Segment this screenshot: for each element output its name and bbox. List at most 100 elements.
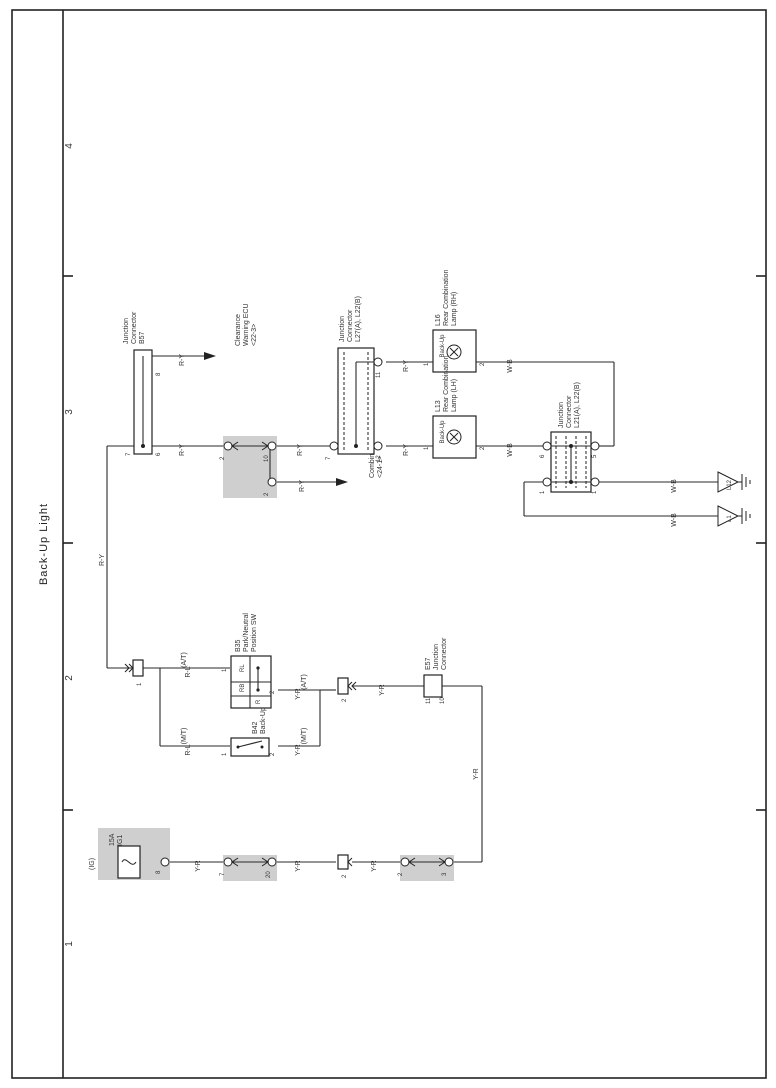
wire-label: R-Y — [179, 444, 186, 456]
zone-number-1: 1 — [64, 941, 75, 947]
pin-label: 2 — [264, 492, 270, 496]
pin-label: 3 — [442, 872, 448, 876]
junction-arrow-icon — [231, 441, 239, 451]
pin-label: 2 — [480, 362, 486, 366]
junction-shade-a — [223, 855, 277, 881]
b35-id: B35 — [235, 639, 242, 652]
l21-id: L21(A), L22(B) — [574, 382, 581, 428]
pin-label: 1 — [540, 490, 546, 494]
clearance-warning-ecu-ref: Clearance Warning ECU <22-3> — [235, 303, 258, 346]
pin-label: 2 — [398, 872, 404, 876]
pin-label: 2 — [480, 446, 486, 450]
b57-junction-connector: 7 6 8 Junction Connector B57 — [123, 311, 162, 456]
connector-arrow-icon — [347, 681, 353, 691]
pin-label: 5 — [592, 454, 598, 458]
junction-pin-icon — [444, 857, 454, 867]
zone-ticks — [63, 275, 766, 811]
l16-name-1: Rear Combination — [443, 269, 450, 326]
fuse-pin: 8 — [156, 870, 162, 874]
pin-label: 2 — [342, 874, 348, 878]
wire-variant-label: (A/T) — [301, 674, 308, 690]
wire-label: R-Y — [179, 354, 186, 366]
ground-l12: L12 — [717, 471, 751, 493]
wire-label: R-Y — [403, 360, 410, 372]
wire-label: R-L — [185, 666, 192, 677]
wire-label: R-Y — [99, 554, 106, 566]
pin-label: 8 — [156, 372, 162, 376]
pin-label: 11 — [426, 697, 432, 704]
wire-label: W-B — [671, 479, 678, 493]
pin-label: 20 — [266, 871, 272, 878]
pin-label: 12 — [376, 455, 382, 462]
page-frame — [11, 9, 767, 1079]
wire-label: W-B — [671, 513, 678, 527]
junction-arrow-icon — [231, 857, 239, 867]
junction-shade-b — [400, 855, 454, 881]
l27-name-1: Junction — [339, 316, 346, 342]
pin-label: 10 — [264, 455, 270, 462]
wire-label: W-B — [507, 359, 514, 373]
b35-park-neutral-switch: RL RB R 1 2 B35 Park/Neutral Position SW — [222, 613, 276, 709]
pin-label: 10 — [440, 697, 446, 704]
zone-number-4: 4 — [64, 143, 75, 149]
clearance-name-2: Warning ECU — [243, 303, 250, 346]
l13-id: L13 — [435, 400, 442, 412]
junction-arrow-icon — [438, 857, 446, 867]
wire-label: R-Y — [297, 444, 304, 456]
ground-id: L1 — [727, 515, 733, 522]
l16-inner: Back-Up — [440, 334, 446, 358]
b57-name-1: Junction — [123, 318, 130, 344]
pin-label: 11 — [376, 371, 382, 378]
pin-label: 1 — [222, 752, 228, 756]
l13-name-2: Lamp (LH) — [451, 379, 458, 412]
junction-connectors-mid: 2 10 2 — [220, 441, 277, 496]
b35-cell: RL — [240, 664, 246, 672]
e57-junction-connector: 11 10 E57 Junction Connector — [423, 637, 448, 704]
pin-label: 7 — [220, 872, 226, 876]
zone-number-3: 3 — [64, 409, 75, 415]
pin-label: 1 — [424, 446, 430, 450]
pin-label: 1 — [137, 682, 143, 686]
connector-arrow-icon — [351, 681, 357, 691]
e57-name-2: Connector — [441, 637, 448, 670]
connector-arrow-icon — [347, 857, 353, 867]
zone-number-2: 2 — [64, 675, 75, 681]
connector-arrow-icon — [124, 663, 130, 673]
clearance-name-1: Clearance — [235, 314, 242, 346]
be1-connectors: 1 2 — [124, 659, 357, 702]
pin-label: 2 — [270, 690, 276, 694]
ground-icon — [717, 505, 740, 527]
pin-label: 7 — [326, 456, 332, 460]
b35-cell: RB — [240, 684, 246, 692]
wire-label: R-Y — [403, 444, 410, 456]
l21-name-2: Connector — [566, 395, 573, 428]
be1-connector-a — [132, 659, 144, 677]
junction-pin-icon — [267, 477, 277, 487]
clearance-arrow-icon — [204, 352, 216, 360]
ground-l1: L1 — [717, 505, 751, 527]
fuse-rating: 15A — [109, 833, 116, 846]
b57-id: B57 — [139, 331, 146, 344]
junction-connectors-bottom: 7 20 2 3 2 — [220, 854, 454, 878]
be1-connector-b — [337, 677, 349, 695]
junction-pin-icon — [223, 441, 233, 451]
fuse-icon — [121, 859, 137, 865]
pin-label: 7 — [126, 452, 132, 456]
be1-connector — [337, 854, 349, 870]
wire-variant-label: (M/T) — [181, 728, 188, 745]
wires — [106, 355, 718, 863]
e57-box — [423, 674, 443, 698]
fuse-ig1: 15A IG1 (IG) 8 — [89, 833, 170, 879]
wire-label: Y-R — [473, 768, 480, 779]
wire-label: Y-R — [295, 744, 302, 755]
pin-label: 2 — [270, 752, 276, 756]
wire-label: W-B — [507, 443, 514, 457]
wire-label: R-Y — [299, 480, 306, 492]
e57-id: E57 — [425, 657, 432, 670]
l27-name-2: Connector — [347, 309, 354, 342]
l27-l22-junction-connector: 7 12 11 Junction Connector L27(A), L22(B… — [326, 296, 383, 462]
b35-name-2: Position SW — [251, 613, 258, 652]
ground-icon — [717, 471, 740, 493]
